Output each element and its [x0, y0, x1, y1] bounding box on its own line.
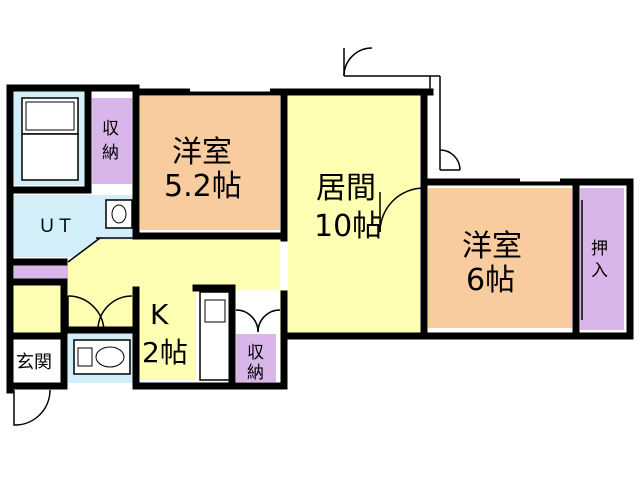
- storage-top-label-2: 納: [102, 143, 119, 163]
- hall-top-strip: [14, 265, 68, 279]
- western-room-2-area: [428, 188, 572, 328]
- living-room-name: 居間: [316, 171, 376, 206]
- storage-bottom-area: [236, 334, 276, 382]
- closet-label-2: 入: [591, 261, 608, 281]
- kitchen-area: [140, 290, 196, 380]
- sink: [204, 299, 226, 323]
- living-room-size: 10帖: [314, 209, 382, 244]
- ut-label: ＵＴ: [38, 216, 74, 237]
- closet-area: [580, 188, 624, 330]
- entrance-label: 玄関: [16, 352, 52, 373]
- living-main-area: [288, 96, 420, 336]
- storage-top-label-1: 収: [102, 119, 119, 139]
- closet-label-1: 押: [591, 239, 608, 259]
- bathtub: [21, 97, 79, 135]
- western-room-2-size: 6帖: [466, 263, 515, 298]
- entrance-area: [14, 340, 64, 380]
- shower-area: [21, 133, 79, 181]
- washbasin: [105, 199, 133, 229]
- bathtub-inner: [25, 101, 75, 131]
- washbasin-bowl: [111, 204, 127, 224]
- storage-bottom-label-1: 収: [247, 343, 264, 363]
- kitchen-name: K: [150, 298, 169, 331]
- walls: [6, 84, 634, 394]
- western-room-1-name: 洋室: [172, 135, 232, 170]
- hall-area: [14, 282, 68, 334]
- western-room-1-area: [140, 96, 280, 230]
- toilet-bowl: [95, 346, 125, 368]
- thin-lines: [13, 47, 583, 426]
- storage-top-area: [92, 98, 132, 184]
- kitchen-size: 2帖: [142, 336, 188, 369]
- storage-bottom-label-2: 納: [247, 363, 264, 383]
- western-room-1-size: 5.2帖: [164, 169, 242, 204]
- western-room-2-name: 洋室: [462, 229, 522, 264]
- toilet-tank: [77, 347, 93, 367]
